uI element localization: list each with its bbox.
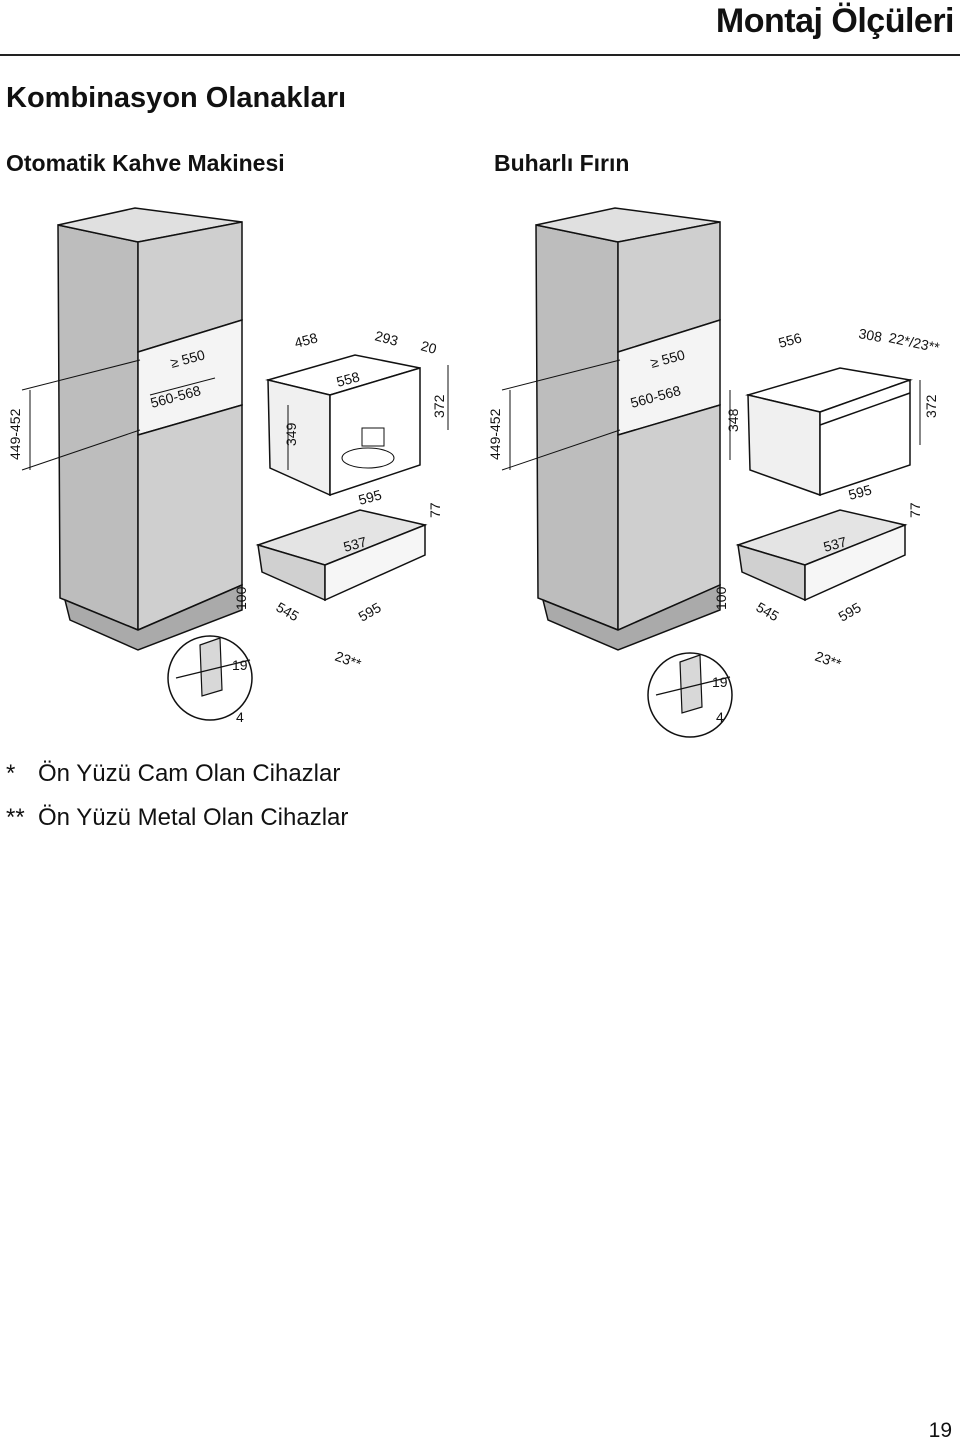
drawer-right bbox=[324, 523, 426, 602]
drawer-inner-label: 537 bbox=[822, 533, 849, 555]
page-number: 19 bbox=[928, 1419, 952, 1442]
drawer-left-height-label: 100 bbox=[233, 586, 249, 610]
cabinet-plinth bbox=[63, 583, 243, 651]
footnote-glass: * Ön Yüzü Cam Olan Cihazlar bbox=[6, 752, 348, 796]
drawer-height-label: 77 bbox=[427, 502, 443, 518]
oven-right-height-label: 372 bbox=[923, 394, 939, 418]
footnote-mark: ** bbox=[6, 804, 25, 831]
oven-offset-label: 22*/23** bbox=[887, 329, 941, 355]
device-depth2-label: 293 bbox=[373, 327, 400, 349]
niche-height-label: 449-452 bbox=[7, 408, 23, 460]
drawer-inner-label: 537 bbox=[342, 533, 369, 555]
footnote-metal: ** Ön Yüzü Metal Olan Cihazlar bbox=[6, 796, 348, 840]
oven-height-label: 348 bbox=[725, 408, 741, 432]
drawer-right bbox=[804, 523, 906, 602]
gap-label: 23** bbox=[813, 648, 844, 672]
bottom-depth-label: 545 bbox=[274, 599, 302, 625]
drawer-left-height-label: 100 bbox=[713, 586, 729, 610]
detail-a-label: 19 bbox=[232, 657, 248, 673]
footnote-text: Ön Yüzü Metal Olan Cihazlar bbox=[38, 804, 349, 831]
steam-oven-title: Buharlı Fırın bbox=[494, 150, 630, 176]
oven-front bbox=[819, 378, 911, 497]
footnote-mark: * bbox=[6, 760, 16, 787]
device-front-width-label: 558 bbox=[335, 368, 362, 390]
gap-label: 23** bbox=[333, 648, 364, 672]
cabinet-side bbox=[535, 224, 619, 632]
page-title: Montaj Ölçüleri bbox=[715, 2, 955, 40]
bottom-depth-label: 545 bbox=[754, 599, 782, 625]
drawer-height-label: 77 bbox=[907, 502, 923, 518]
cabinet-side bbox=[57, 224, 139, 632]
detail-b-label: 4 bbox=[716, 709, 724, 725]
drawer-width-label: 595 bbox=[357, 486, 384, 508]
device-front bbox=[329, 366, 421, 497]
bottom-width-label: 595 bbox=[356, 599, 384, 625]
oven-depth-label: 556 bbox=[777, 329, 804, 351]
footnotes: * Ön Yüzü Cam Olan Cihazlar ** Ön Yüzü M… bbox=[6, 752, 348, 840]
oven-depth2-label: 308 bbox=[857, 325, 883, 345]
header-rule bbox=[0, 54, 960, 56]
cabinet-plinth bbox=[541, 583, 721, 651]
device-side bbox=[267, 379, 331, 497]
steam-oven-diagram: 449-452 ≥ 550 560-568 556 308 22*/23** 3… bbox=[487, 207, 941, 738]
device-depth-label: 458 bbox=[293, 329, 320, 351]
detail-b-label: 4 bbox=[236, 709, 244, 725]
device-right-height-label: 372 bbox=[431, 394, 447, 418]
bottom-width-label: 595 bbox=[836, 599, 864, 625]
oven-side bbox=[747, 394, 821, 497]
section-title: Kombinasyon Olanakları bbox=[6, 82, 347, 114]
spout bbox=[361, 427, 385, 447]
coffee-machine-title: Otomatik Kahve Makinesi bbox=[6, 150, 285, 176]
niche-height-label: 449-452 bbox=[487, 408, 503, 460]
detail-a-label: 19 bbox=[712, 674, 728, 690]
device-height-label: 349 bbox=[283, 422, 299, 446]
footnote-text: Ön Yüzü Cam Olan Cihazlar bbox=[38, 760, 341, 787]
coffee-machine-diagram: 449-452 ≥ 550 560-568 458 293 20 558 349… bbox=[7, 207, 449, 725]
drawer-width-label: 595 bbox=[847, 481, 874, 503]
drip-tray bbox=[341, 447, 395, 469]
device-offset-label: 20 bbox=[419, 337, 438, 357]
